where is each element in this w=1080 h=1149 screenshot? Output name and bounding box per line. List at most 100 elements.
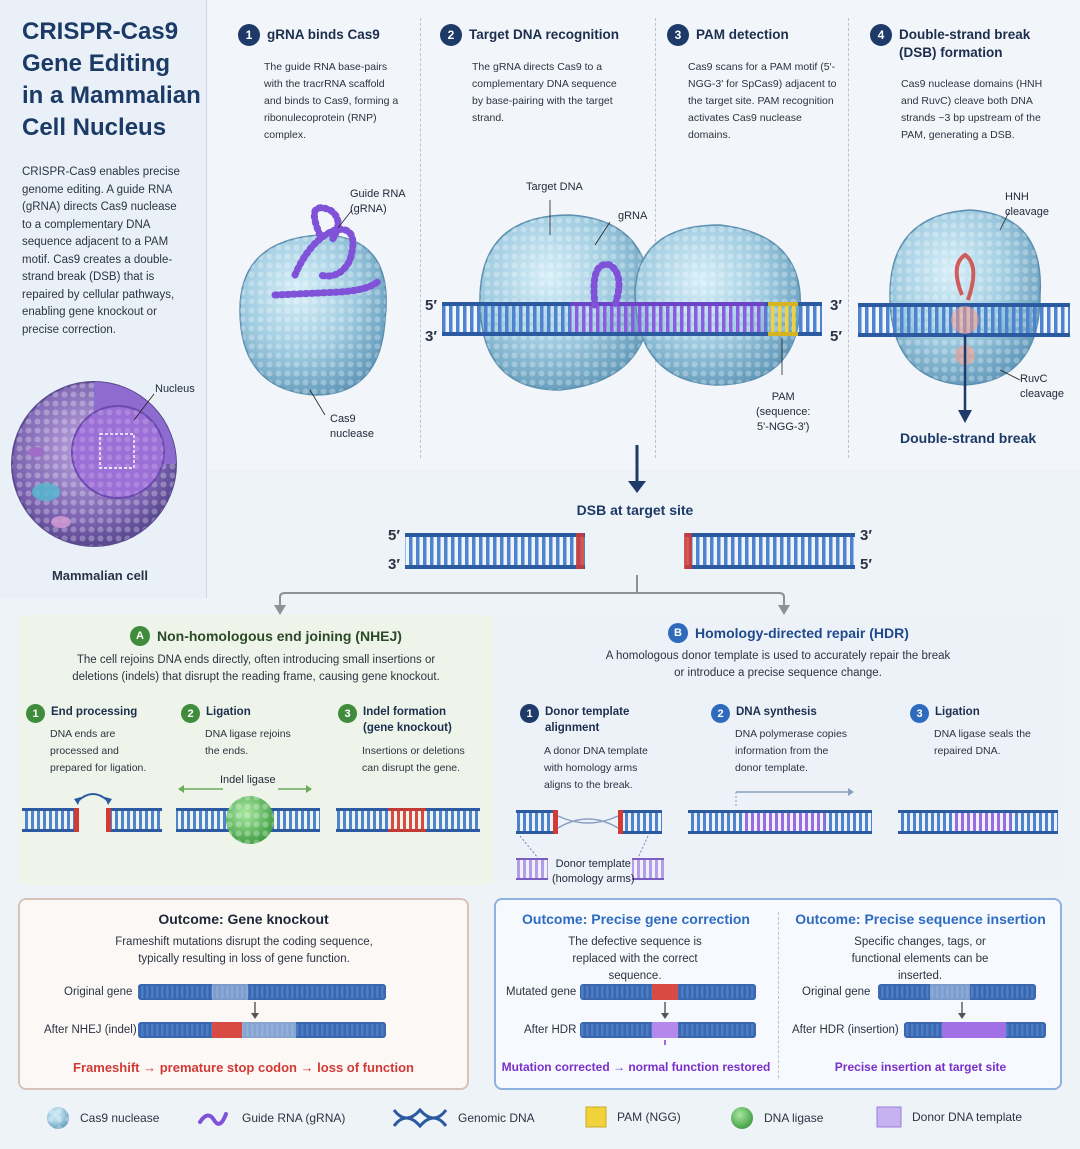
outcome-knockout-title: Outcome: Gene knockout [158, 911, 329, 927]
guide-rna-label: Guide RNA (gRNA) [350, 188, 406, 215]
step-1-desc: The guide RNA base-pairs with the tracrR… [264, 61, 399, 141]
step-4-title: 4 Double-strand break (DSB) formation [870, 24, 1070, 62]
nhej-step-2-number: 2 [181, 704, 200, 723]
outcome-correction-desc: The defective sequence is replaced with … [568, 936, 702, 982]
hdr-steps-illustration [516, 788, 1058, 880]
nhej-step-3-number: 3 [338, 704, 357, 723]
legend-dna: Genomic DNA [392, 1106, 535, 1130]
dsb-label: Double-strand break [900, 430, 1037, 446]
step-4-number: 4 [870, 24, 892, 46]
insertion-row-2-label: After HDR (insertion) [792, 1024, 899, 1036]
branch-arrows [274, 575, 790, 615]
nhej-desc: The cell rejoins DNA ends directly, ofte… [72, 654, 440, 683]
hdr-step-1-desc: A donor DNA template with homology arms … [544, 745, 648, 791]
grna-label: gRNA [618, 210, 648, 222]
step-1-title: 1 gRNA binds Cas9 [238, 24, 418, 46]
hdr-desc: A homologous donor template is used to a… [605, 650, 951, 679]
cell-caption: Mammalian cell [51, 568, 149, 583]
legend-donor: Donor DNA template [876, 1106, 1022, 1128]
mammalian-cell-illustration: Nucleus [11, 381, 195, 547]
legend-grna: Guide RNA (gRNA) [198, 1106, 345, 1130]
legend-pam: PAM (NGG) [585, 1106, 681, 1128]
outcome-correction-title: Outcome: Precise gene correction [522, 911, 750, 927]
nhej-steps-illustration [22, 785, 480, 844]
hdr-step-1-number: 1 [520, 704, 539, 723]
target-dna-label: Target DNA [526, 181, 583, 193]
pam-icon [585, 1106, 607, 1128]
donor-template-label: Donor template (homology arms) [552, 858, 635, 885]
knockout-row-2-label: After NHEJ (indel) [44, 1024, 137, 1036]
hnh-label: HNH cleavage [1005, 191, 1050, 218]
dna-icon [392, 1107, 448, 1129]
outcome-correction-footer: Mutation corrected → normal function res… [501, 1060, 771, 1074]
dsb-3prime-left: 3′ [388, 556, 400, 573]
step-2-number: 2 [440, 24, 462, 46]
step-2-title: 2 Target DNA recognition [440, 24, 650, 46]
step-3-number: 3 [667, 24, 689, 46]
divider [420, 18, 421, 458]
knockout-row-1-label: Original gene [64, 986, 133, 998]
cas9-label: Cas9 nuclease [330, 413, 375, 440]
dna-3prime-right: 3′ [830, 297, 842, 314]
step-4-desc: Cas9 nuclease domains (HNH and RuvC) cle… [901, 78, 1043, 141]
intro-text: CRISPR-Cas9 enables precise genome editi… [22, 166, 180, 336]
ruvc-label: RuvC cleavage [1020, 373, 1065, 400]
page-title: CRISPR-Cas9 Gene Editing in a Mammalian … [22, 18, 201, 141]
dsb-5prime-left: 5′ [388, 527, 400, 544]
step-2-desc: The gRNA directs Cas9 to a complementary… [472, 61, 617, 124]
cas9-grna-illustration [239, 204, 387, 416]
hdr-letter: B [668, 623, 688, 643]
correction-row-1-label: Mutated gene [506, 986, 577, 998]
ligase-icon [731, 1107, 753, 1129]
hdr-step-2-number: 2 [711, 704, 730, 723]
target-recognition-illustration [442, 200, 822, 391]
ligase-label: Indel ligase [220, 774, 276, 786]
dna-3prime-left: 3′ [425, 328, 437, 345]
outcome-knockout-footer: Frameshift → premature stop codon → loss… [73, 1060, 414, 1075]
correction-row-2-label: After HDR [524, 1024, 577, 1036]
grna-icon [198, 1112, 228, 1126]
hdr-step-2-desc: DNA polymerase copies information from t… [735, 728, 848, 774]
nhej-step-1-desc: DNA ends are processed and prepared for … [50, 728, 147, 774]
cas9-icon [47, 1107, 69, 1129]
outcome-knockout-desc: Frameshift mutations disrupt the coding … [115, 936, 373, 965]
outcome-gene-bars [138, 984, 1046, 1045]
outcome-insertion-footer: Precise insertion at target site [834, 1060, 1007, 1074]
hdr-step-3-desc: DNA ligase seals the repaired DNA. [934, 728, 1031, 757]
nhej-title: A Non-homologous end joining (NHEJ) [130, 626, 402, 646]
hdr-title: B Homology-directed repair (HDR) [668, 623, 909, 643]
dsb-3prime-right: 3′ [860, 527, 872, 544]
legend-cas9: Cas9 nuclease [46, 1106, 159, 1130]
divider [655, 18, 656, 458]
donor-template-icon [876, 1106, 902, 1128]
dsb-formation-illustration [858, 209, 1070, 423]
nhej-letter: A [130, 626, 150, 646]
dna-5prime-left: 5′ [425, 297, 437, 314]
step-1-number: 1 [238, 24, 260, 46]
intro-panel: CRISPR-Cas9 Gene Editing in a Mammalian … [0, 0, 207, 598]
nucleus-label: Nucleus [155, 383, 195, 395]
nhej-step-1-number: 1 [26, 704, 45, 723]
dna-5prime-right: 5′ [830, 328, 842, 345]
pam-label: PAM (sequence: 5'-NGG-3') [756, 391, 811, 433]
step-3-title: 3 PAM detection [667, 24, 847, 46]
nhej-step-3-desc: Insertions or deletions can disrupt the … [362, 745, 465, 774]
broken-dna-illustration [405, 533, 855, 569]
outcome-insertion-title: Outcome: Precise sequence insertion [795, 911, 1046, 927]
outcome-divider [778, 912, 779, 1078]
insertion-row-1-label: Original gene [802, 986, 871, 998]
legend-ligase: DNA ligase [730, 1106, 823, 1130]
nhej-step-2-desc: DNA ligase rejoins the ends. [205, 728, 291, 757]
outcome-insertion-desc: Specific changes, tags, or functional el… [851, 936, 989, 982]
hdr-step-3-number: 3 [910, 704, 929, 723]
flow-arrow [628, 445, 646, 493]
dsb-5prime-right: 5′ [860, 556, 872, 573]
divider [848, 18, 849, 458]
step-3-desc: Cas9 scans for a PAM motif (5'-NGG-3' fo… [688, 61, 837, 141]
hdr-panel [498, 615, 1062, 885]
